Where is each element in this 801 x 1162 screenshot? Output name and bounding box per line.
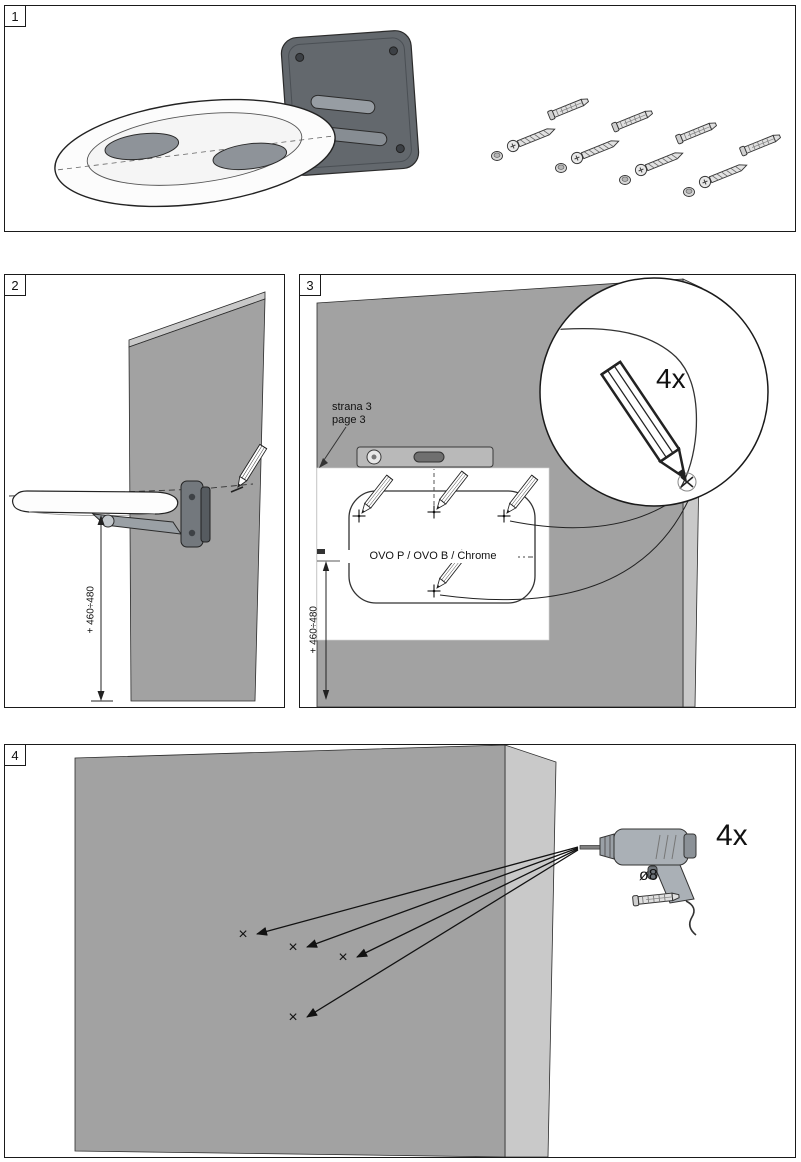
drill-mark-1: × xyxy=(238,926,248,943)
drill-mark-3: × xyxy=(338,949,348,966)
shower-seat-icon xyxy=(54,98,336,208)
height-dimension-line xyxy=(91,515,113,702)
pencil-mark xyxy=(230,486,244,493)
fixing-hardware-icons xyxy=(491,95,783,197)
drill-icon xyxy=(579,828,697,936)
panel-step-3: 3 xyxy=(299,274,796,708)
height-dimension-label: + 460÷480 xyxy=(85,586,97,634)
seat-side-mounting-illustration xyxy=(8,291,268,702)
drill-mark-2: × xyxy=(288,939,298,956)
panel-step-2: 2 xyxy=(4,274,285,708)
step-number-4: 4 xyxy=(5,745,26,766)
repeat-count-label: 4x xyxy=(716,819,748,852)
magnifier-count-label: 4x xyxy=(656,363,686,394)
wall xyxy=(74,745,557,1157)
step-number-3: 3 xyxy=(300,275,321,296)
step-number-2: 2 xyxy=(5,275,26,296)
drill-mark-4: × xyxy=(288,1009,298,1026)
wall-anchor-icon xyxy=(631,890,680,907)
height-dimension-label: + 460÷480 xyxy=(308,606,320,654)
marking-template-illustration xyxy=(316,277,769,707)
hole-diameter-label: ø8 xyxy=(639,867,658,884)
support-arms-icon xyxy=(310,94,388,147)
height-dimension-line xyxy=(317,560,340,700)
template-label: OVO P / OVO B / Chrome xyxy=(348,550,518,563)
note-line-1: strana 3 xyxy=(332,401,372,413)
seat-side-view-icon xyxy=(11,480,211,548)
note-leader-line xyxy=(319,426,347,468)
panel-step-1: 1 xyxy=(4,5,796,232)
step-number-1: 1 xyxy=(5,6,26,27)
spirit-level-icon xyxy=(356,446,494,468)
drilling-illustration xyxy=(74,745,697,1157)
note-line-2: page 3 xyxy=(332,414,366,426)
magnifier xyxy=(539,277,769,507)
seat-and-hardware-illustration xyxy=(54,30,783,208)
panel-step-4: 4 xyxy=(4,744,796,1158)
drill-point-arrows xyxy=(256,846,579,1018)
